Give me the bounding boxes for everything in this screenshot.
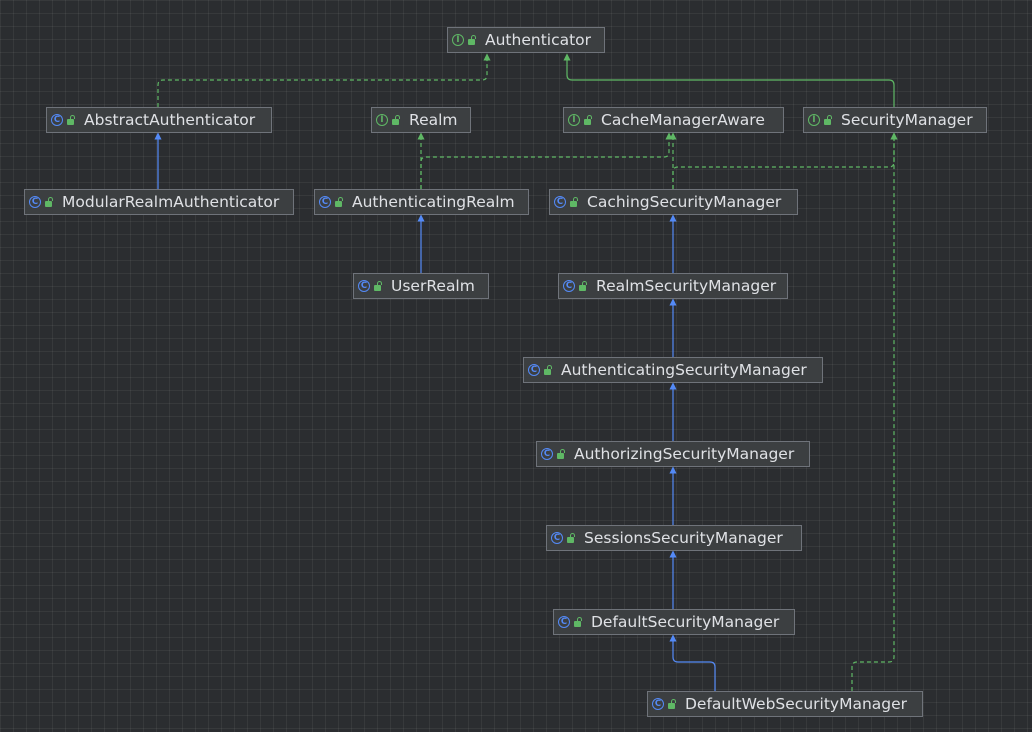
node-label: RealmSecurityManager — [596, 277, 777, 295]
edge-default-web-security-manager-to-security-manager — [851, 132, 898, 691]
node-label: AuthenticatingRealm — [352, 193, 515, 211]
node-label: CachingSecurityManager — [587, 193, 782, 211]
class-c-icon: C — [652, 698, 664, 710]
node-label: Realm — [409, 111, 458, 129]
node-authorizing-security-manager[interactable]: C AuthorizingSecurityManager — [536, 441, 810, 467]
edge-security-manager-to-authenticator — [563, 53, 895, 107]
class-c-icon: C — [51, 114, 63, 126]
public-lock-icon — [824, 115, 832, 125]
public-lock-icon — [392, 115, 400, 125]
interface-i-icon: I — [376, 114, 388, 126]
public-lock-icon — [668, 699, 676, 709]
public-lock-icon — [574, 617, 582, 627]
node-realm[interactable]: I Realm — [371, 107, 471, 133]
node-label: SecurityManager — [841, 111, 973, 129]
public-lock-icon — [570, 197, 578, 207]
public-lock-icon — [67, 115, 75, 125]
node-label: CacheManagerAware — [601, 111, 765, 129]
class-c-icon: C — [563, 280, 575, 292]
node-label: DefaultSecurityManager — [591, 613, 780, 631]
edge-abstract-authenticator-to-authenticator — [157, 53, 491, 107]
class-c-icon: C — [319, 196, 331, 208]
node-label: ModularRealmAuthenticator — [62, 193, 280, 211]
public-lock-icon — [468, 35, 476, 45]
class-c-icon: C — [29, 196, 41, 208]
node-label: AuthenticatingSecurityManager — [561, 361, 807, 379]
node-authenticating-security-manager[interactable]: C AuthenticatingSecurityManager — [523, 357, 823, 383]
public-lock-icon — [557, 449, 565, 459]
interface-i-icon: I — [452, 34, 464, 46]
public-lock-icon — [544, 365, 552, 375]
node-sessions-security-manager[interactable]: C SessionsSecurityManager — [546, 525, 802, 551]
edge-default-web-security-manager-to-default-security-manager — [669, 634, 716, 691]
node-realm-security-manager[interactable]: C RealmSecurityManager — [558, 273, 788, 299]
interface-i-icon: I — [808, 114, 820, 126]
node-default-security-manager[interactable]: C DefaultSecurityManager — [553, 609, 795, 635]
public-lock-icon — [567, 533, 575, 543]
class-c-icon: C — [541, 448, 553, 460]
public-lock-icon — [335, 197, 343, 207]
edge-caching-security-manager-to-security-manager — [672, 132, 898, 189]
public-lock-icon — [374, 281, 382, 291]
node-default-web-security-manager[interactable]: C DefaultWebSecurityManager — [647, 691, 923, 717]
node-authenticator[interactable]: I Authenticator — [447, 27, 605, 53]
class-c-icon: C — [558, 616, 570, 628]
class-c-icon: C — [528, 364, 540, 376]
node-authenticating-realm[interactable]: C AuthenticatingRealm — [314, 189, 529, 215]
class-c-icon: C — [358, 280, 370, 292]
node-label: Authenticator — [485, 31, 592, 49]
node-cache-manager-aware[interactable]: I CacheManagerAware — [563, 107, 784, 133]
node-security-manager[interactable]: I SecurityManager — [803, 107, 987, 133]
node-label: AuthorizingSecurityManager — [574, 445, 795, 463]
public-lock-icon — [579, 281, 587, 291]
node-label: DefaultWebSecurityManager — [685, 695, 908, 713]
node-label: AbstractAuthenticator — [84, 111, 256, 129]
public-lock-icon — [584, 115, 592, 125]
class-c-icon: C — [554, 196, 566, 208]
node-caching-security-manager[interactable]: C CachingSecurityManager — [549, 189, 798, 215]
node-label: UserRealm — [391, 277, 475, 295]
node-user-realm[interactable]: C UserRealm — [353, 273, 489, 299]
interface-i-icon: I — [568, 114, 580, 126]
public-lock-icon — [45, 197, 53, 207]
node-modular-realm-authenticator[interactable]: C ModularRealmAuthenticator — [24, 189, 294, 215]
node-label: SessionsSecurityManager — [584, 529, 783, 547]
node-abstract-authenticator[interactable]: C AbstractAuthenticator — [46, 107, 272, 133]
class-c-icon: C — [551, 532, 563, 544]
edge-authenticating-realm-to-cache-manager-aware — [420, 132, 673, 189]
